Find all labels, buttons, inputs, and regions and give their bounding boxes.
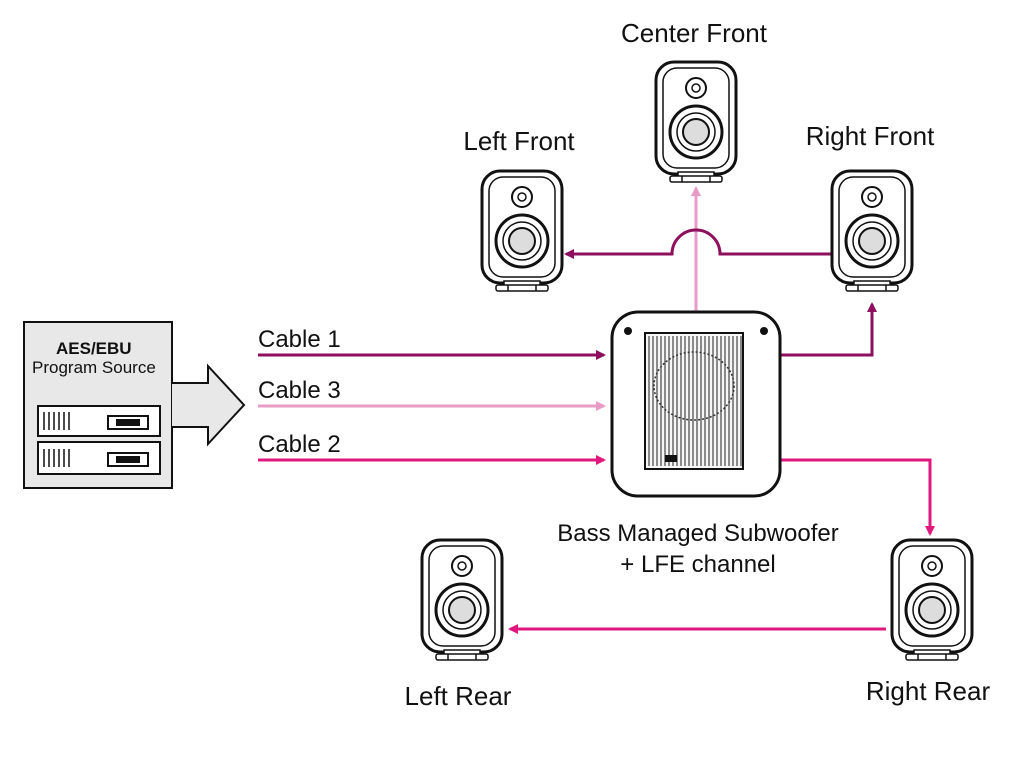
subwoofer-label-line2: + LFE channel [620,551,776,578]
subwoofer-grille [648,336,742,466]
left-rear-speaker-icon [420,538,504,661]
cable-3-label: Cable 3 [258,377,341,404]
center-front-label: Center Front [621,18,767,48]
subwoofer-label: Bass Managed Subwoofer + LFE channel [498,518,898,580]
source-subtitle: Program Source [32,358,156,377]
cable-2-label: Cable 2 [258,431,341,458]
program-source [23,321,246,489]
right-front-label: Right Front [805,121,935,151]
source-title: AES/EBU [56,339,132,358]
right-front-feed [780,302,877,357]
right-rear-speaker-icon [890,538,974,661]
left-front-speaker-icon [480,169,564,292]
right-rear-label: Right Rear [865,676,991,706]
right-to-left-front-link [564,228,834,259]
cable-1-label: Cable 1 [258,326,341,353]
subwoofer-label-line1: Bass Managed Subwoofer [557,520,839,547]
subwoofer [610,310,782,498]
right-rear-feed [780,458,935,536]
right-front-speaker-icon [830,169,914,292]
left-rear-label: Left Rear [404,681,512,711]
left-front-label: Left Front [463,126,575,156]
rack-unit-icon [37,405,161,437]
source-output-arrow [172,363,246,447]
center-front-speaker-icon [654,60,738,183]
rack-unit-icon [37,441,161,475]
